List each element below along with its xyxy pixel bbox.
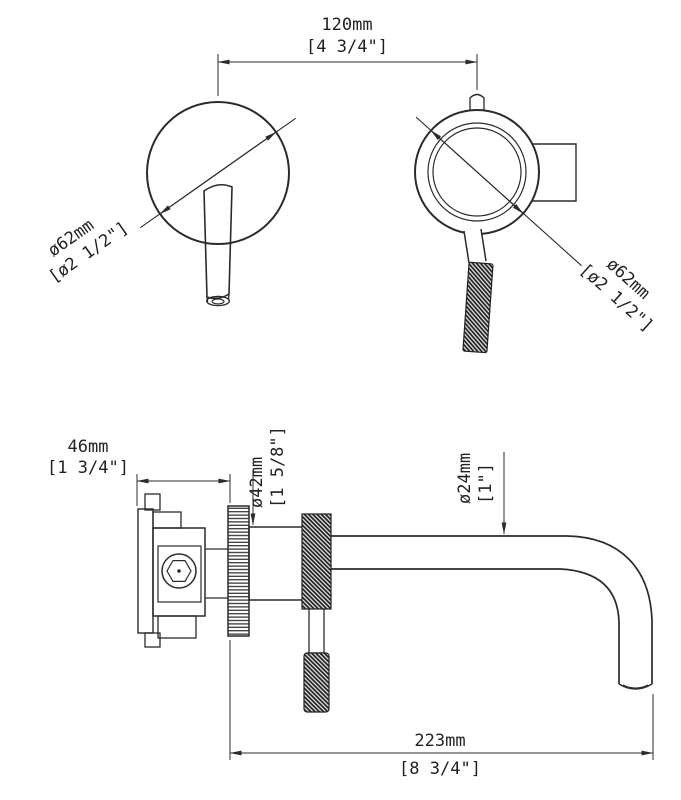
valve-top-stub (144, 493, 161, 511)
label-body-dia: ø42mm [1 5/8"] (247, 426, 288, 526)
front-width-mm-label: 120mm (321, 15, 372, 35)
handle-grip-side (303, 652, 330, 713)
body-dia-mm-label: ø42mm (247, 457, 267, 508)
left-diameter-label: ø62mm [ø2 1/2"] (44, 215, 132, 287)
handle-side (303, 608, 330, 713)
body-dia-inch-label: [1 5/8"] (268, 426, 288, 508)
dimension-reach-223: 223mm [8 3/4"] (229, 640, 654, 779)
spout-inner-edge (331, 568, 620, 684)
front-view: 120mm [4 3/4"] ø62mm [ø2 1/2"] (44, 15, 657, 354)
reach-mm-label: 223mm (414, 731, 465, 751)
escutcheon-ring-side (227, 505, 250, 637)
hex-screw (166, 559, 192, 583)
right-diameter-leader: ø62mm [ø2 1/2"] (415, 116, 657, 337)
dimension-depth-46: 46mm [1 3/4"] (47, 437, 231, 506)
spout-front-outline (203, 183, 233, 300)
valve-face-plate (157, 545, 202, 603)
hex-screw-circle (161, 553, 197, 589)
right-diameter-label: ø62mm [ø2 1/2"] (575, 255, 657, 337)
reach-inch-label: [8 3/4"] (399, 759, 481, 779)
spout-outer-edge (331, 535, 653, 684)
aerator-hole (211, 298, 225, 305)
handle-front (462, 228, 494, 354)
valve-back-plate (137, 508, 154, 634)
depth-inch-label: [1 3/4"] (47, 458, 129, 478)
spout-dia-mm-label: ø24mm (455, 453, 475, 504)
spout-dia-inch-label: [1"] (476, 463, 496, 504)
valve-body-side (248, 526, 304, 601)
side-tab (532, 143, 577, 202)
left-escutcheon-circle (146, 101, 290, 245)
spout-aerator (622, 684, 649, 689)
knurled-collar-side (301, 513, 332, 610)
spout-mouth (618, 683, 653, 690)
inner-ring-outer (427, 122, 527, 222)
rough-in-valve (137, 493, 228, 648)
spout-side (331, 535, 653, 690)
valve-bottom-stub (144, 632, 161, 648)
dimension-width-120: 120mm [4 3/4"] (217, 15, 478, 96)
valve-bottom-block (157, 615, 197, 639)
handle-grip-front (462, 261, 494, 354)
front-width-inch-label: [4 3/4"] (306, 37, 388, 57)
handle-stem-side (308, 608, 325, 654)
label-spout-dia: ø24mm [1"] (455, 452, 507, 535)
inner-ring-inner (432, 127, 522, 217)
depth-mm-label: 46mm (68, 437, 109, 457)
set-screw (469, 93, 485, 110)
aerator-rim (205, 295, 230, 307)
side-view: 46mm [1 3/4"] (47, 426, 654, 779)
right-escutcheon (414, 93, 577, 235)
left-escutcheon (146, 101, 290, 307)
left-diameter-leader: ø62mm [ø2 1/2"] (44, 117, 297, 287)
